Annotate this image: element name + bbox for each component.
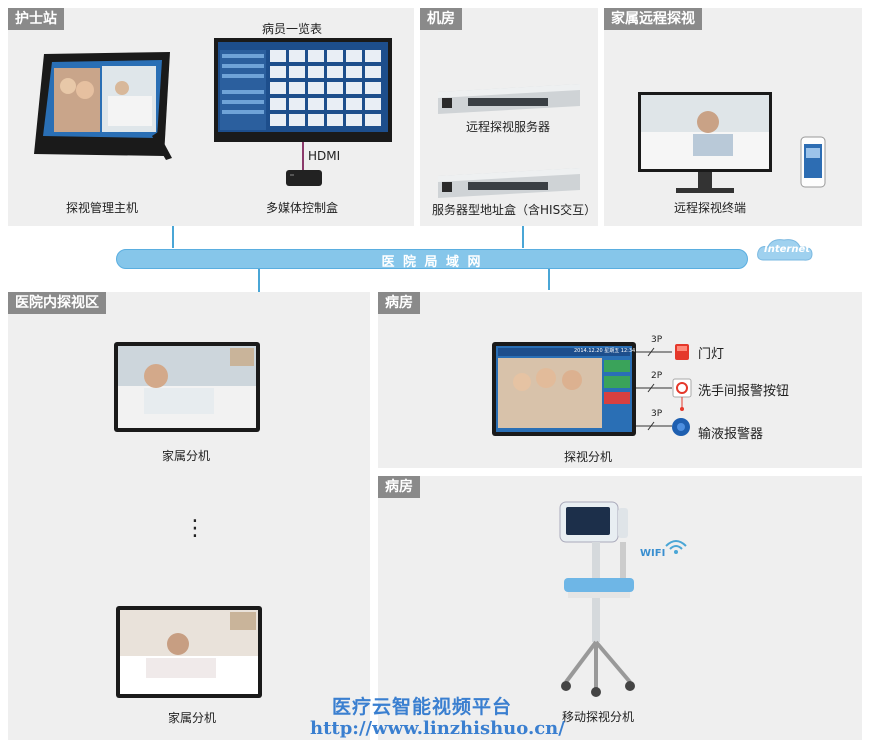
wire-label-3p-b: 3P <box>651 409 663 419</box>
label-hdmi: HDMI <box>308 149 341 163</box>
address-box-server <box>438 168 580 198</box>
label-family-ext-2: 家属分机 <box>168 711 217 725</box>
section-tag-hospital-visit-area: 医院内探视区 <box>8 292 106 314</box>
label-mobile-ext: 移动探视分机 <box>562 710 635 724</box>
smartphone <box>800 136 826 188</box>
label-visit-host: 探视管理主机 <box>66 201 139 215</box>
section-tag-family-remote: 家属远程探视 <box>604 8 702 30</box>
wire-label-3p-a: 3P <box>651 335 663 345</box>
label-visit-ext: 探视分机 <box>564 450 613 464</box>
internet-label: Internet <box>764 244 811 255</box>
label-media-box: 多媒体控制盒 <box>266 201 339 215</box>
footer-url[interactable]: http://www.linzhishuo.cn/ <box>310 718 565 739</box>
ward-top-panel: 病房 2014.12.20 星期五 12:34 探视分机 3P 2P 3P 门灯 <box>378 292 862 468</box>
lan-link-visit-area <box>258 268 260 292</box>
family-remote-panel: 家属远程探视 远程探视终端 <box>604 8 862 226</box>
wire-label-2p: 2P <box>651 371 663 381</box>
ward-bottom-panel: 病房 WIFI 移动探视分机 <box>378 476 862 740</box>
footer-title: 医疗云智能视频平台 <box>332 696 513 718</box>
peripheral-wires <box>636 347 672 431</box>
lan-bar-label: 医 院 局 域 网 <box>381 255 483 270</box>
section-tag-ward-bottom: 病房 <box>378 476 420 498</box>
mobile-visit-cart <box>556 498 652 698</box>
label-family-ext-1: 家属分机 <box>162 449 211 463</box>
nurse-station-panel: 护士站 探视管理主机 病员一览表 <box>8 8 414 226</box>
remote-server <box>438 84 580 114</box>
label-address-box: 服务器型地址盒（含HIS交互） <box>432 203 597 217</box>
visit-screen-time: 2014.12.20 星期五 12:34 <box>574 348 636 354</box>
internet-cloud: Internet <box>754 236 816 264</box>
family-extension-screen-2 <box>116 606 262 698</box>
machine-room-panel: 机房 远程探视服务器 服务器型地址盒（含HIS交互） <box>420 8 598 226</box>
label-patient-list: 病员一览表 <box>262 22 323 36</box>
section-tag-ward-top: 病房 <box>378 292 420 314</box>
family-extension-screen-1 <box>114 342 260 432</box>
lan-link-machine <box>522 226 524 248</box>
lan-link-ward <box>548 268 550 290</box>
label-door-light: 门灯 <box>698 347 725 362</box>
wifi-icon <box>664 538 688 554</box>
visit-host-tablet <box>30 46 180 166</box>
remote-terminal-monitor <box>638 92 772 198</box>
patient-list-monitor <box>214 38 392 142</box>
section-tag-machine-room: 机房 <box>420 8 462 30</box>
infusion-alarm-icon <box>670 416 692 438</box>
media-control-box <box>284 168 324 188</box>
label-toilet-alarm: 洗手间报警按钮 <box>698 384 790 399</box>
visit-extension-screen: 2014.12.20 星期五 12:34 <box>492 342 636 436</box>
label-remote-server: 远程探视服务器 <box>466 120 551 134</box>
label-wifi: WIFI <box>640 548 666 559</box>
hdmi-cable <box>302 142 304 172</box>
lan-link-nurse <box>172 226 174 248</box>
label-infusion-alarm: 输液报警器 <box>698 427 764 442</box>
door-light-icon <box>674 342 690 362</box>
ellipsis-more: ⋮ <box>184 516 206 541</box>
hospital-visit-area-panel: 医院内探视区 家属分机 ⋮ 家属分机 <box>8 292 370 740</box>
lan-bar: 医 院 局 域 网 <box>116 249 748 270</box>
toilet-alarm-button-icon <box>672 378 692 412</box>
section-tag-nurse-station: 护士站 <box>8 8 64 30</box>
label-remote-terminal: 远程探视终端 <box>674 201 747 215</box>
